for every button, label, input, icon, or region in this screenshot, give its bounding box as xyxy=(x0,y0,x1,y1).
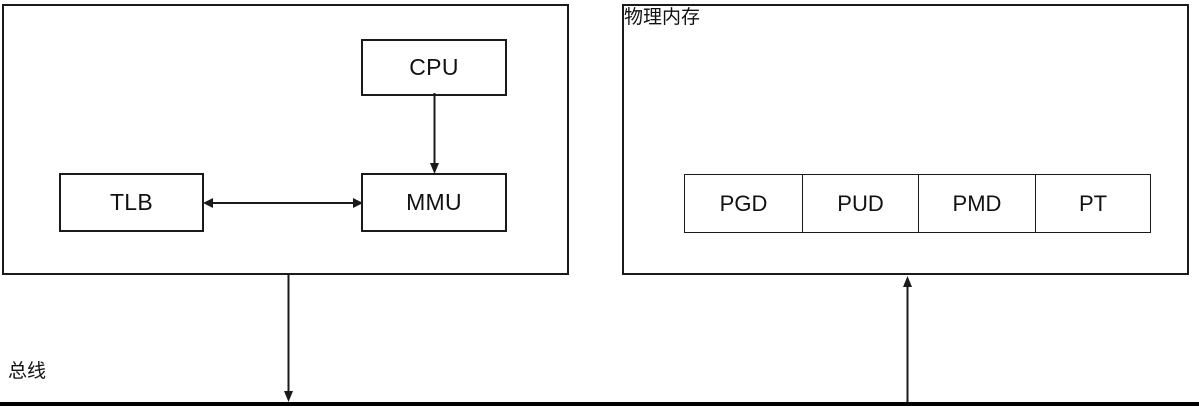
bus-label: 总线 xyxy=(8,361,47,382)
node-tlb-label: TLB xyxy=(109,189,154,215)
page-table-cell-pgd[interactable]: PGD xyxy=(684,174,803,233)
bus-line xyxy=(0,402,1199,406)
page-table-cell-pt-label: PT xyxy=(1078,190,1108,216)
node-mmu-label: MMU xyxy=(406,189,462,215)
page-table-cell-pt[interactable]: PT xyxy=(1035,174,1151,233)
arrow-cpu-block-to-bus xyxy=(284,274,293,402)
arrow-tlb-mmu-bidirectional xyxy=(203,198,363,208)
memory-block-container xyxy=(622,4,1189,275)
node-mmu[interactable]: MMU xyxy=(361,173,507,232)
page-table-cell-pgd-label: PGD xyxy=(719,190,768,216)
node-cpu[interactable]: CPU xyxy=(361,39,507,96)
node-cpu-label: CPU xyxy=(409,54,459,80)
page-table-cell-pmd-label: PMD xyxy=(952,190,1002,216)
page-table-cell-pud-label: PUD xyxy=(837,190,884,216)
page-table-cell-pud[interactable]: PUD xyxy=(802,174,919,233)
memory-block-label: 物理内存 xyxy=(624,7,701,28)
arrow-bus-to-memory-block xyxy=(903,276,912,405)
page-table-cell-pmd[interactable]: PMD xyxy=(918,174,1036,233)
arrow-cpu-to-mmu xyxy=(430,93,439,174)
node-tlb[interactable]: TLB xyxy=(59,173,204,232)
